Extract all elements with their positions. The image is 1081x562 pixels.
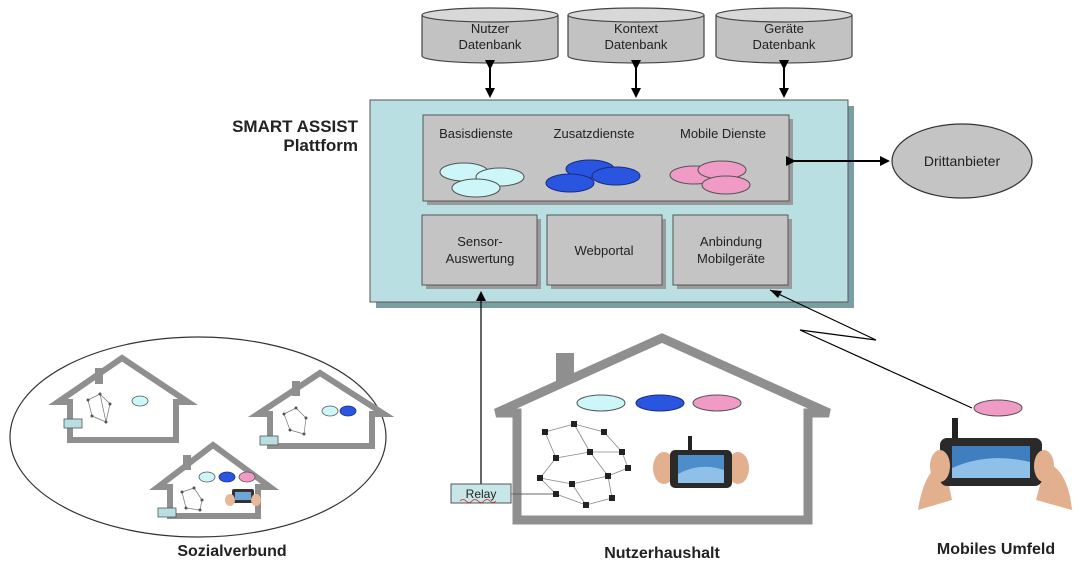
mobile-handheld-device-icon — [918, 418, 1072, 510]
social-house-1 — [48, 354, 198, 443]
db-connection-arrows — [485, 60, 789, 98]
platform-title-line1: SMART ASSIST — [232, 117, 359, 136]
social-house-2 — [248, 369, 395, 449]
relay-label: Relay — [466, 487, 497, 501]
region-label-household: Nutzerhaushalt — [604, 545, 720, 562]
db-kontext-label-2: Datenbank — [605, 37, 668, 52]
third-party-label: Drittanbieter — [924, 153, 1001, 169]
relay-box: Relay — [450, 483, 553, 504]
database-nutzer: Nutzer Datenbank — [421, 7, 559, 64]
social-house-3 — [149, 441, 280, 519]
db-nutzer-label-1: Nutzer — [471, 21, 510, 36]
db-geraete-label-2: Datenbank — [753, 37, 816, 52]
module-webportal: Webportal — [546, 214, 666, 289]
zusatz-service-ovals — [545, 159, 641, 193]
module-sensor-label-1: Sensor- — [457, 234, 503, 249]
wireless-link-arrowhead — [770, 290, 782, 298]
db-geraete-label-1: Geräte — [764, 21, 804, 36]
module-sensor-auswertung: Sensor- Auswertung — [421, 214, 541, 289]
mobile-service-ovals — [669, 160, 751, 195]
wireless-link — [769, 289, 973, 409]
platform-title-line2: Plattform — [283, 136, 358, 155]
module-anbindung-label-2: Mobilgeräte — [697, 251, 765, 266]
household-handheld-device-icon — [653, 436, 749, 488]
basis-service-ovals — [439, 162, 525, 198]
service-zusatz-label: Zusatzdienste — [554, 126, 635, 141]
db-kontext-label-1: Kontext — [614, 21, 658, 36]
module-anbindung-mobilgeraete: Anbindung Mobilgeräte — [672, 214, 792, 289]
database-geraete: Geräte Datenbank — [715, 7, 853, 64]
service-mobile-label: Mobile Dienste — [680, 126, 766, 141]
sensor-network — [520, 421, 631, 508]
db-nutzer-label-2: Datenbank — [459, 37, 522, 52]
database-kontext: Kontext Datenbank — [567, 7, 705, 64]
region-label-social: Sozialverbund — [177, 543, 286, 560]
third-party-ellipse — [891, 123, 1033, 199]
module-sensor-label-2: Auswertung — [446, 251, 515, 266]
service-basis-label: Basisdienste — [439, 126, 513, 141]
module-anbindung-label-1: Anbindung — [700, 234, 762, 249]
region-label-mobile: Mobiles Umfeld — [937, 541, 1055, 558]
mobile-service-oval — [973, 399, 1023, 417]
module-webportal-label: Webportal — [574, 243, 633, 258]
